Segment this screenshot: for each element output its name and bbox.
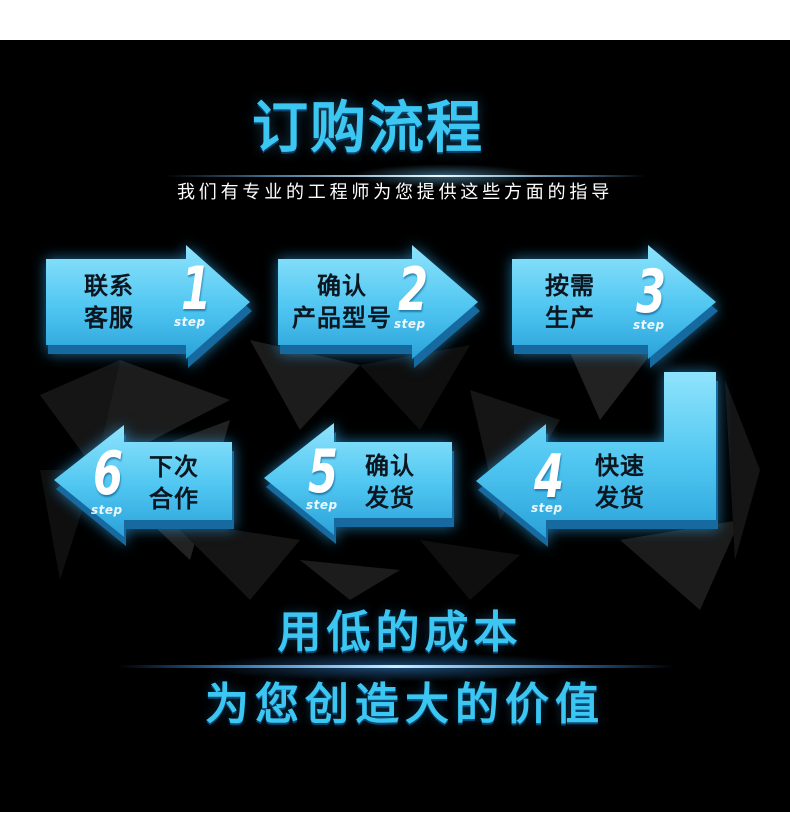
step-6-number: 6 <box>93 439 124 509</box>
step-5-number: 5 <box>308 437 339 507</box>
slogan-line-2: 为您创造大的价值 <box>205 679 605 730</box>
step-4-label-line-1: 快速 <box>595 452 645 480</box>
background-facet <box>360 345 470 430</box>
background-facet <box>725 380 760 560</box>
step-5-label-line-2: 发货 <box>365 484 415 512</box>
slogan-divider-line <box>118 665 674 668</box>
background-facet <box>300 560 400 600</box>
step-1-number: 1 <box>181 254 212 324</box>
step-6-step-word: step <box>91 503 123 517</box>
background-facet <box>620 520 740 610</box>
background-facet <box>40 360 120 470</box>
page-title: 订购流程 <box>252 96 484 161</box>
step-2-label-line-1: 确认 <box>317 272 367 300</box>
step-2-step-word: step <box>394 317 426 331</box>
step-1-arrow <box>46 245 252 368</box>
title-divider-line <box>165 175 645 177</box>
step-1-label: 联系 客服 <box>78 270 140 334</box>
step-4-number: 4 <box>534 442 565 512</box>
step-1-label-line-1: 联系 <box>84 272 134 300</box>
step-1-arrow-face <box>46 245 250 359</box>
step-4-step-word: step <box>531 501 563 515</box>
step-5-label: 确认 发货 <box>359 450 421 514</box>
step-6-label: 下次 合作 <box>143 451 205 515</box>
background-facet <box>250 340 360 430</box>
step-1-step-word: step <box>174 315 206 329</box>
step-2-label-line-2: 产品型号 <box>292 304 392 332</box>
step-3-label-line-1: 按需 <box>545 272 595 300</box>
background-facet <box>420 540 520 600</box>
step-2-label: 确认 产品型号 <box>290 270 394 334</box>
slogan-line-1: 用低的成本 <box>277 607 523 658</box>
step-5-label-line-1: 确认 <box>365 452 415 480</box>
step-6-label-line-2: 合作 <box>149 485 199 513</box>
page-subtitle: 我们有专业的工程师为您提供这些方面的指导 <box>177 182 613 203</box>
step-4-label: 快速 发货 <box>589 450 651 514</box>
step-3-step-word: step <box>633 318 665 332</box>
step-3-label-line-2: 生产 <box>545 304 595 332</box>
step-4-label-line-2: 发货 <box>595 484 645 512</box>
background-facet <box>170 520 300 600</box>
step-3-number: 3 <box>636 257 667 327</box>
step-3-label: 按需 生产 <box>539 270 601 334</box>
step-6-label-line-1: 下次 <box>149 453 199 481</box>
step-2-number: 2 <box>398 255 429 325</box>
step-1-label-line-2: 客服 <box>84 304 134 332</box>
step-5-step-word: step <box>306 498 338 512</box>
